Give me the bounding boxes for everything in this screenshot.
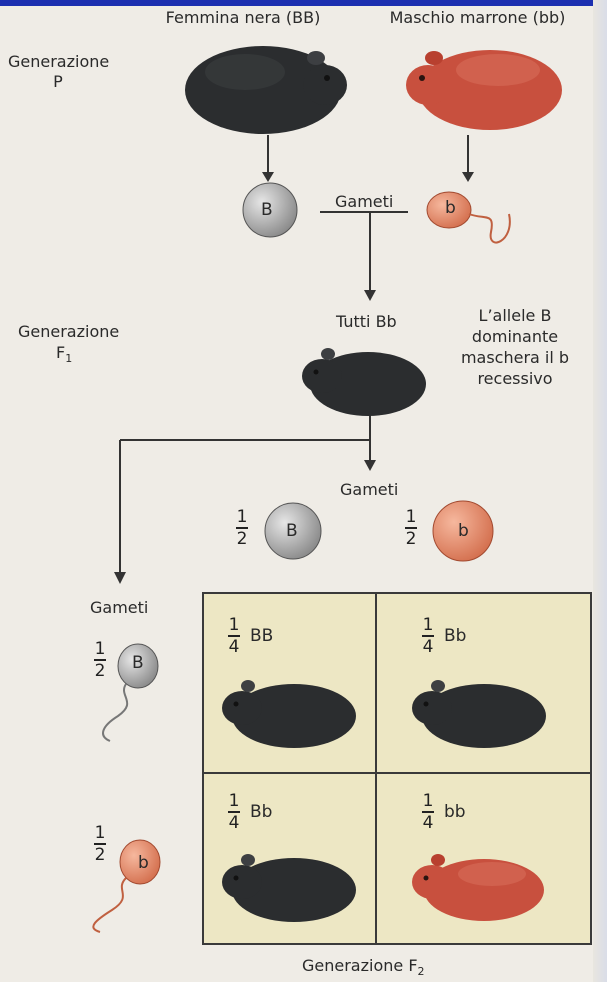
cell-genotype-4: bb: [444, 802, 466, 822]
guinea-pig-black-icon: [220, 670, 360, 752]
generazione-f2-label: Generazione F2: [302, 956, 425, 975]
gameti-mid-label: Gameti: [340, 480, 398, 499]
guinea-pig-black-icon: [220, 844, 360, 926]
cell-genotype-2: Bb: [444, 626, 466, 646]
sperm-cell-icon: [82, 820, 182, 935]
tutti-bb-label: Tutti Bb: [336, 312, 397, 331]
cell-genotype-1: BB: [250, 626, 273, 646]
guinea-pig-black-icon: [410, 670, 550, 752]
gameti-top-label: Gameti: [335, 192, 393, 211]
allele-note: L’allele B dominante maschera il b reces…: [435, 305, 595, 389]
left-allele-B: B: [132, 653, 144, 673]
grid-divider-horizontal: [204, 772, 590, 774]
cell-genotype-3: Bb: [250, 802, 272, 822]
left-allele-b: b: [138, 853, 149, 873]
sperm-allele-mid: b: [458, 521, 469, 541]
generazione-f1-label: Generazione F1: [18, 322, 119, 362]
sperm-cell-icon: [425, 182, 525, 262]
guinea-pig-black-f1-icon: [300, 336, 430, 421]
guinea-pig-brown-icon: [410, 844, 550, 926]
gameti-left-label: Gameti: [90, 598, 148, 617]
egg-allele-top: B: [261, 200, 273, 220]
sperm-allele-top: b: [445, 198, 456, 218]
egg-allele-mid: B: [286, 521, 298, 541]
grid-divider-vertical: [375, 594, 377, 943]
